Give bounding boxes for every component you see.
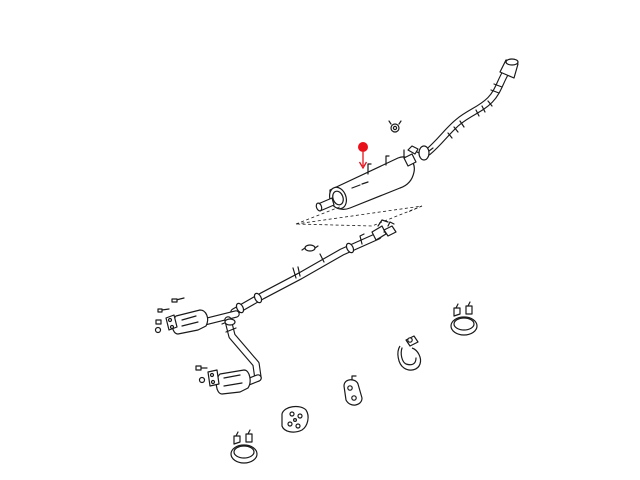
u-bolt-clamp[interactable] (397, 335, 422, 371)
left-catalytic-converter[interactable] (165, 309, 240, 335)
converter-studs[interactable] (154, 297, 185, 334)
red-dot-callout-icon[interactable] (358, 142, 368, 152)
band-clamp-upper[interactable] (450, 301, 478, 336)
y-pipe[interactable] (221, 316, 262, 382)
intermediate-pipe-clamp[interactable] (383, 221, 397, 237)
callout-marker[interactable] (358, 142, 368, 170)
intermediate-hanger-isolator[interactable] (301, 244, 319, 252)
muffler[interactable] (315, 149, 417, 212)
flange-gasket[interactable] (281, 405, 309, 433)
projection-lines (295, 205, 423, 227)
tailpipe[interactable] (424, 58, 519, 156)
tailpipe-hanger[interactable] (388, 120, 402, 133)
right-catalytic-converter[interactable] (195, 365, 262, 395)
rubber-isolator[interactable] (343, 375, 363, 406)
band-clamp-lower[interactable] (230, 429, 258, 464)
muffler-outlet-clamp[interactable] (407, 145, 434, 161)
intermediate-pipe[interactable] (230, 219, 391, 316)
